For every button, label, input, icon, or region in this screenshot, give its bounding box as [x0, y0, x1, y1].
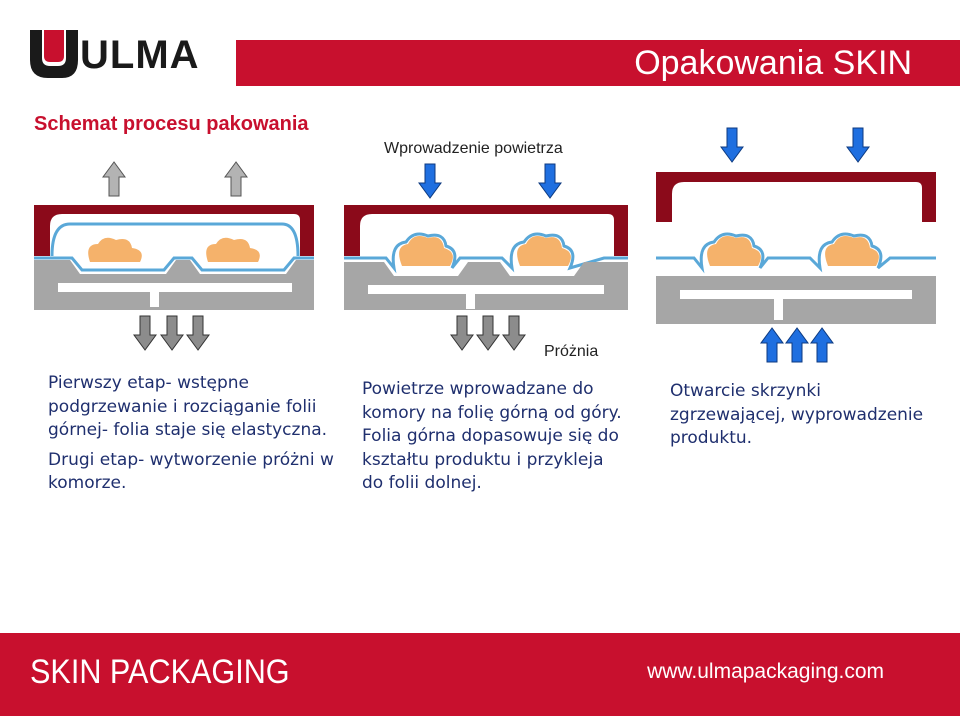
step-1-line: Drugi etap- wytworzenie próżni w komorze…	[48, 449, 334, 494]
step-3-line: Otwarcie skrzynki zgrzewającej, wyprowad…	[670, 381, 924, 448]
step-2-text: Powietrze wprowadzane do komory na folię…	[362, 378, 630, 496]
top-film	[656, 232, 936, 274]
product	[399, 236, 453, 266]
lift-arrow-icon	[785, 327, 809, 363]
stage-2-diagram	[344, 163, 628, 351]
heating-lid	[34, 205, 314, 256]
product	[88, 237, 142, 262]
vacuum-arrow-icon	[133, 315, 157, 351]
lift-arrow-icon	[760, 327, 784, 363]
product	[825, 236, 879, 266]
vacuum-label: Próżnia	[544, 343, 599, 360]
step-1-text: Pierwszy etap- wstępne podgrzewanie i ro…	[48, 372, 348, 496]
vacuum-arrow-icon	[502, 315, 526, 351]
air-out-arrow-icon	[102, 161, 126, 197]
air-in-arrow-icon	[846, 127, 870, 163]
air-in-arrow-icon	[538, 163, 562, 199]
air-in-arrow-icon	[720, 127, 744, 163]
vacuum-arrow-icon	[450, 315, 474, 351]
page-title: Opakowania SKIN	[634, 44, 912, 82]
vacuum-arrow-icon	[160, 315, 184, 351]
tray-base	[656, 276, 936, 324]
step-1-line: Pierwszy etap- wstępne podgrzewanie i ro…	[48, 373, 328, 440]
air-out-arrow-icon	[224, 161, 248, 197]
bottom-film	[34, 256, 314, 272]
section-title: Schemat procesu pakowania	[34, 113, 309, 135]
product	[517, 236, 571, 266]
vacuum-arrow-icon	[476, 315, 500, 351]
heating-lid	[344, 205, 628, 256]
product	[206, 237, 260, 262]
stage-3-diagram	[656, 127, 936, 363]
vacuum-arrow-icon	[186, 315, 210, 351]
footer-url-link[interactable]: www.ulmapackaging.com	[647, 660, 884, 683]
ulma-logo-icon	[30, 30, 78, 78]
air-in-arrow-icon	[418, 163, 442, 199]
step-3-text: Otwarcie skrzynki zgrzewającej, wyprowad…	[670, 380, 930, 451]
heating-lid	[656, 172, 936, 222]
footer-band	[0, 633, 960, 716]
lift-arrow-icon	[810, 327, 834, 363]
header-band	[236, 40, 960, 86]
air-intake-label: Wprowadzenie powietrza	[384, 140, 563, 157]
step-2-line: Powietrze wprowadzane do komory na folię…	[362, 379, 622, 493]
product	[707, 236, 761, 266]
stage-1-diagram	[34, 161, 314, 351]
footer-title: SKIN PACKAGING	[30, 653, 290, 691]
top-film	[344, 232, 628, 274]
logo-text: ULMA	[80, 33, 200, 77]
